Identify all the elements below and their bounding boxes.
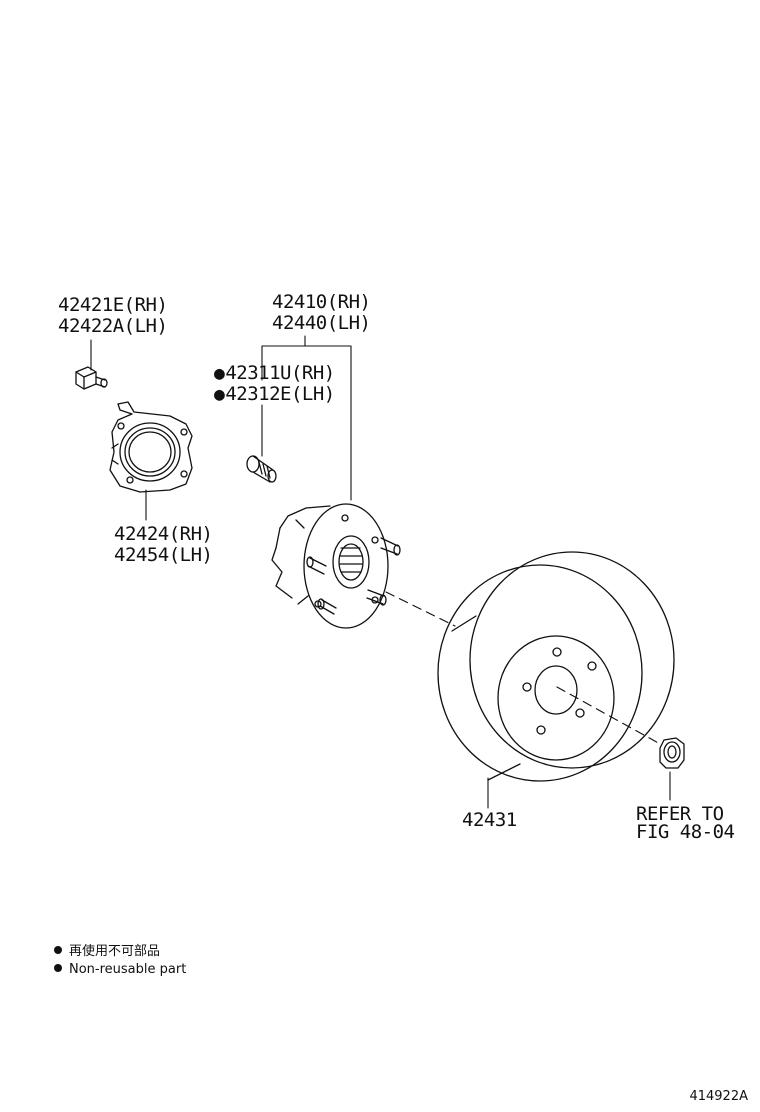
hub-bolt <box>246 455 277 483</box>
hub-bolt-part-number-rh: ●42311U(RH) <box>214 362 335 385</box>
nut-reference-line1: REFER TO <box>636 803 724 825</box>
bolt-part-number-lh: 42422A(LH) <box>58 315 168 337</box>
wheel-nut <box>659 737 685 769</box>
legend-item-english: Non-reusable part <box>54 961 186 978</box>
bearing-carrier <box>109 401 193 493</box>
bullet-icon <box>54 964 62 972</box>
hub-bearing-assembly <box>271 503 401 629</box>
bolt-part-number-rh: 42421E(RH) <box>58 294 168 316</box>
non-reusable-bullet-icon: ● <box>214 363 225 384</box>
figure-number: 414922A <box>689 1089 748 1104</box>
flange-bolt <box>75 366 108 390</box>
carrier-part-number-rh: 42424(RH) <box>114 523 213 545</box>
axis-dashed-line <box>385 591 663 746</box>
hub-bolt-lh-text: 42312E(LH) <box>225 383 335 405</box>
hub-assembly-part-number-lh: 42440(LH) <box>272 312 371 334</box>
legend-text: 再使用不可部品 <box>69 944 161 959</box>
nut-reference-line2: FIG 48-04 <box>636 821 735 843</box>
bullet-icon <box>54 946 62 954</box>
hub-assembly-part-number-rh: 42410(RH) <box>272 291 371 313</box>
hub-bolt-part-number-lh: ●42312E(LH) <box>214 383 335 406</box>
brake-disc <box>437 551 675 782</box>
carrier-part-number-lh: 42454(LH) <box>114 544 213 566</box>
hub-bolt-rh-text: 42311U(RH) <box>225 362 335 384</box>
disc-part-number: 42431 <box>462 809 517 831</box>
non-reusable-bullet-icon: ● <box>214 384 225 405</box>
leader-lines <box>90 335 671 809</box>
legend-text: Non-reusable part <box>69 962 187 977</box>
legend-item-japanese: 再使用不可部品 <box>54 943 160 960</box>
